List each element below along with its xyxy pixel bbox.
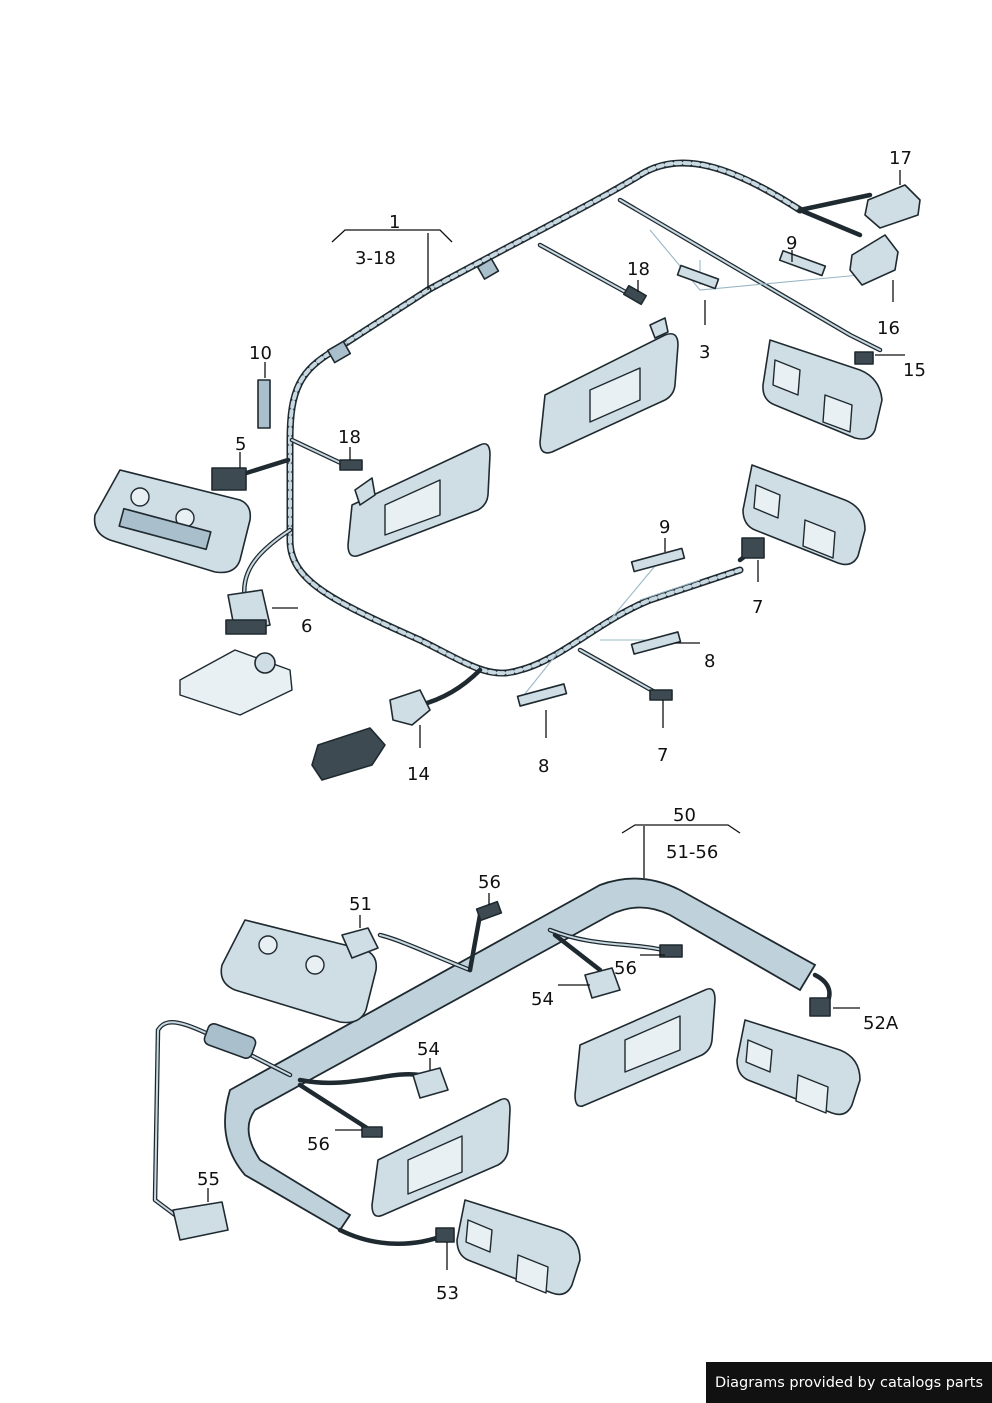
interior-light-lower-left [456, 1199, 581, 1296]
callout-7-bottom: 7 [657, 745, 668, 766]
callout-56-middle: 56 [614, 958, 637, 979]
connectors-lower [172, 900, 831, 1243]
roof-console-upper [93, 469, 252, 574]
interior-light-lower-right [736, 1019, 861, 1116]
callout-6: 6 [301, 616, 312, 637]
callout-5: 5 [235, 434, 246, 455]
callout-15: 15 [903, 360, 926, 381]
sun-visor-right-upper [539, 317, 679, 454]
callout-9-middle: 9 [659, 517, 670, 538]
watermark-banner: Diagrams provided by catalogs parts [706, 1362, 992, 1403]
connectors-upper [211, 184, 921, 781]
callout-18-left: 18 [338, 427, 361, 448]
callout-52a: 52A [863, 1013, 899, 1034]
callout-16: 16 [877, 318, 900, 339]
callout-18-right: 18 [627, 259, 650, 280]
callout-56-top: 56 [478, 872, 501, 893]
callout-53: 53 [436, 1283, 459, 1304]
placement-lines [519, 229, 861, 701]
callout-labels: 1 3-18 17 9 18 3 16 15 10 18 5 6 9 7 8 1… [197, 148, 926, 1304]
callout-1: 1 [389, 212, 400, 233]
callout-leaders [207, 170, 905, 1270]
callout-8-bottom: 8 [538, 756, 549, 777]
callout-9-upper: 9 [786, 233, 797, 254]
interior-light-upper-right-2 [742, 464, 866, 566]
callout-8-right: 8 [704, 651, 715, 672]
callout-54-middle: 54 [531, 989, 554, 1010]
interior-light-upper-right-1 [762, 339, 883, 440]
callout-54-left: 54 [417, 1039, 440, 1060]
console-base-upper [179, 649, 293, 716]
sun-visor-right-lower [574, 987, 716, 1108]
callout-7-right: 7 [752, 597, 763, 618]
sun-visor-left-upper [347, 442, 491, 558]
callout-56-left: 56 [307, 1134, 330, 1155]
wiring-duct-lower [152, 877, 832, 1246]
callout-55: 55 [197, 1169, 220, 1190]
callout-3-18: 3-18 [355, 248, 396, 269]
callout-50: 50 [673, 805, 696, 826]
roof-console-lower [220, 919, 378, 1024]
callout-51-56: 51-56 [666, 842, 718, 863]
callout-14: 14 [407, 764, 430, 785]
callout-17: 17 [889, 148, 912, 169]
callout-3: 3 [699, 342, 710, 363]
callout-10: 10 [249, 343, 272, 364]
wiring-harness-upper [237, 159, 883, 708]
sun-visor-left-lower [371, 1097, 511, 1218]
callout-51: 51 [349, 894, 372, 915]
